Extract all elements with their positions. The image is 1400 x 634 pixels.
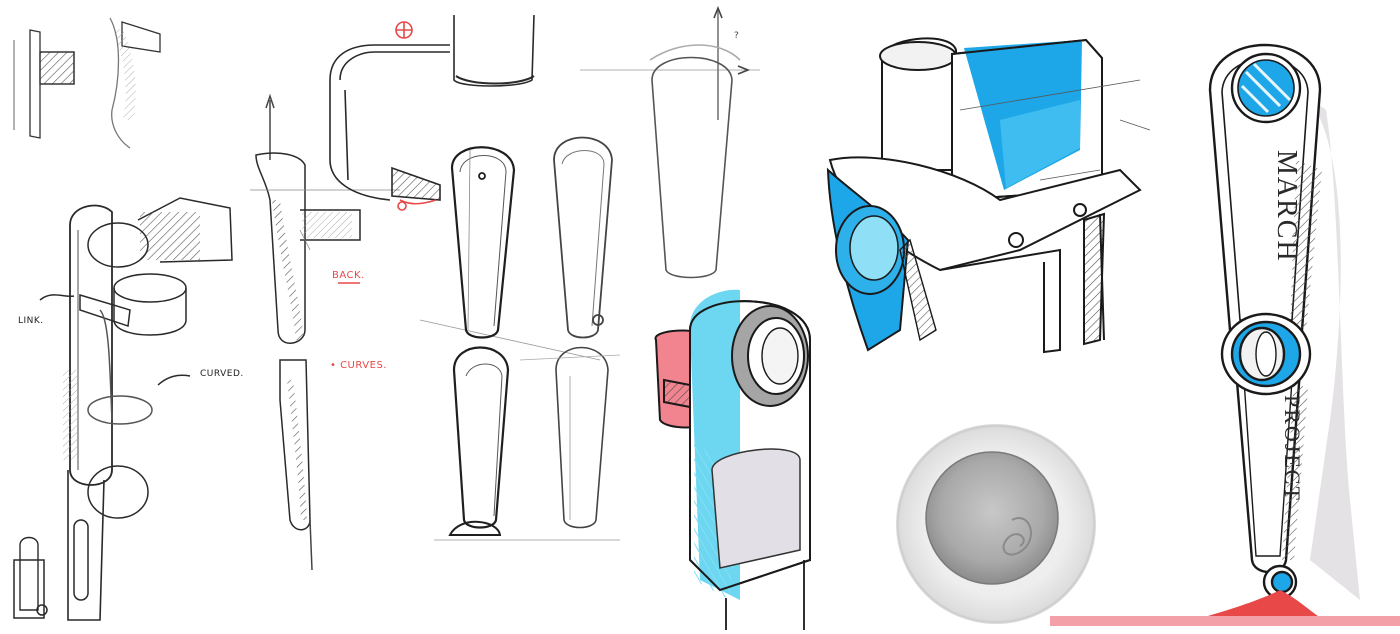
hip-block-render [826, 37, 1151, 354]
grey-cup-render [896, 424, 1096, 624]
thumbnail-sketches [13, 17, 161, 149]
brand-text-project: PROJECT [1280, 395, 1305, 502]
floor-marker-line [1050, 616, 1400, 626]
knee-frame-sketch [329, 5, 760, 361]
paddle-segments-sketch [434, 136, 621, 541]
side-profile-sketch [250, 93, 400, 571]
knee-render-cyan [654, 289, 811, 630]
curved-label: CURVED. [200, 369, 244, 379]
curves-label: • CURVES. [330, 360, 387, 371]
branded-leg-render [1180, 43, 1360, 624]
leg-assembly-sketch [13, 197, 233, 621]
back-label: BACK. [332, 270, 365, 281]
brand-text-march: MARCH [1271, 150, 1302, 263]
question-mark: ? [734, 31, 739, 41]
link-label: LINK. [18, 316, 44, 326]
